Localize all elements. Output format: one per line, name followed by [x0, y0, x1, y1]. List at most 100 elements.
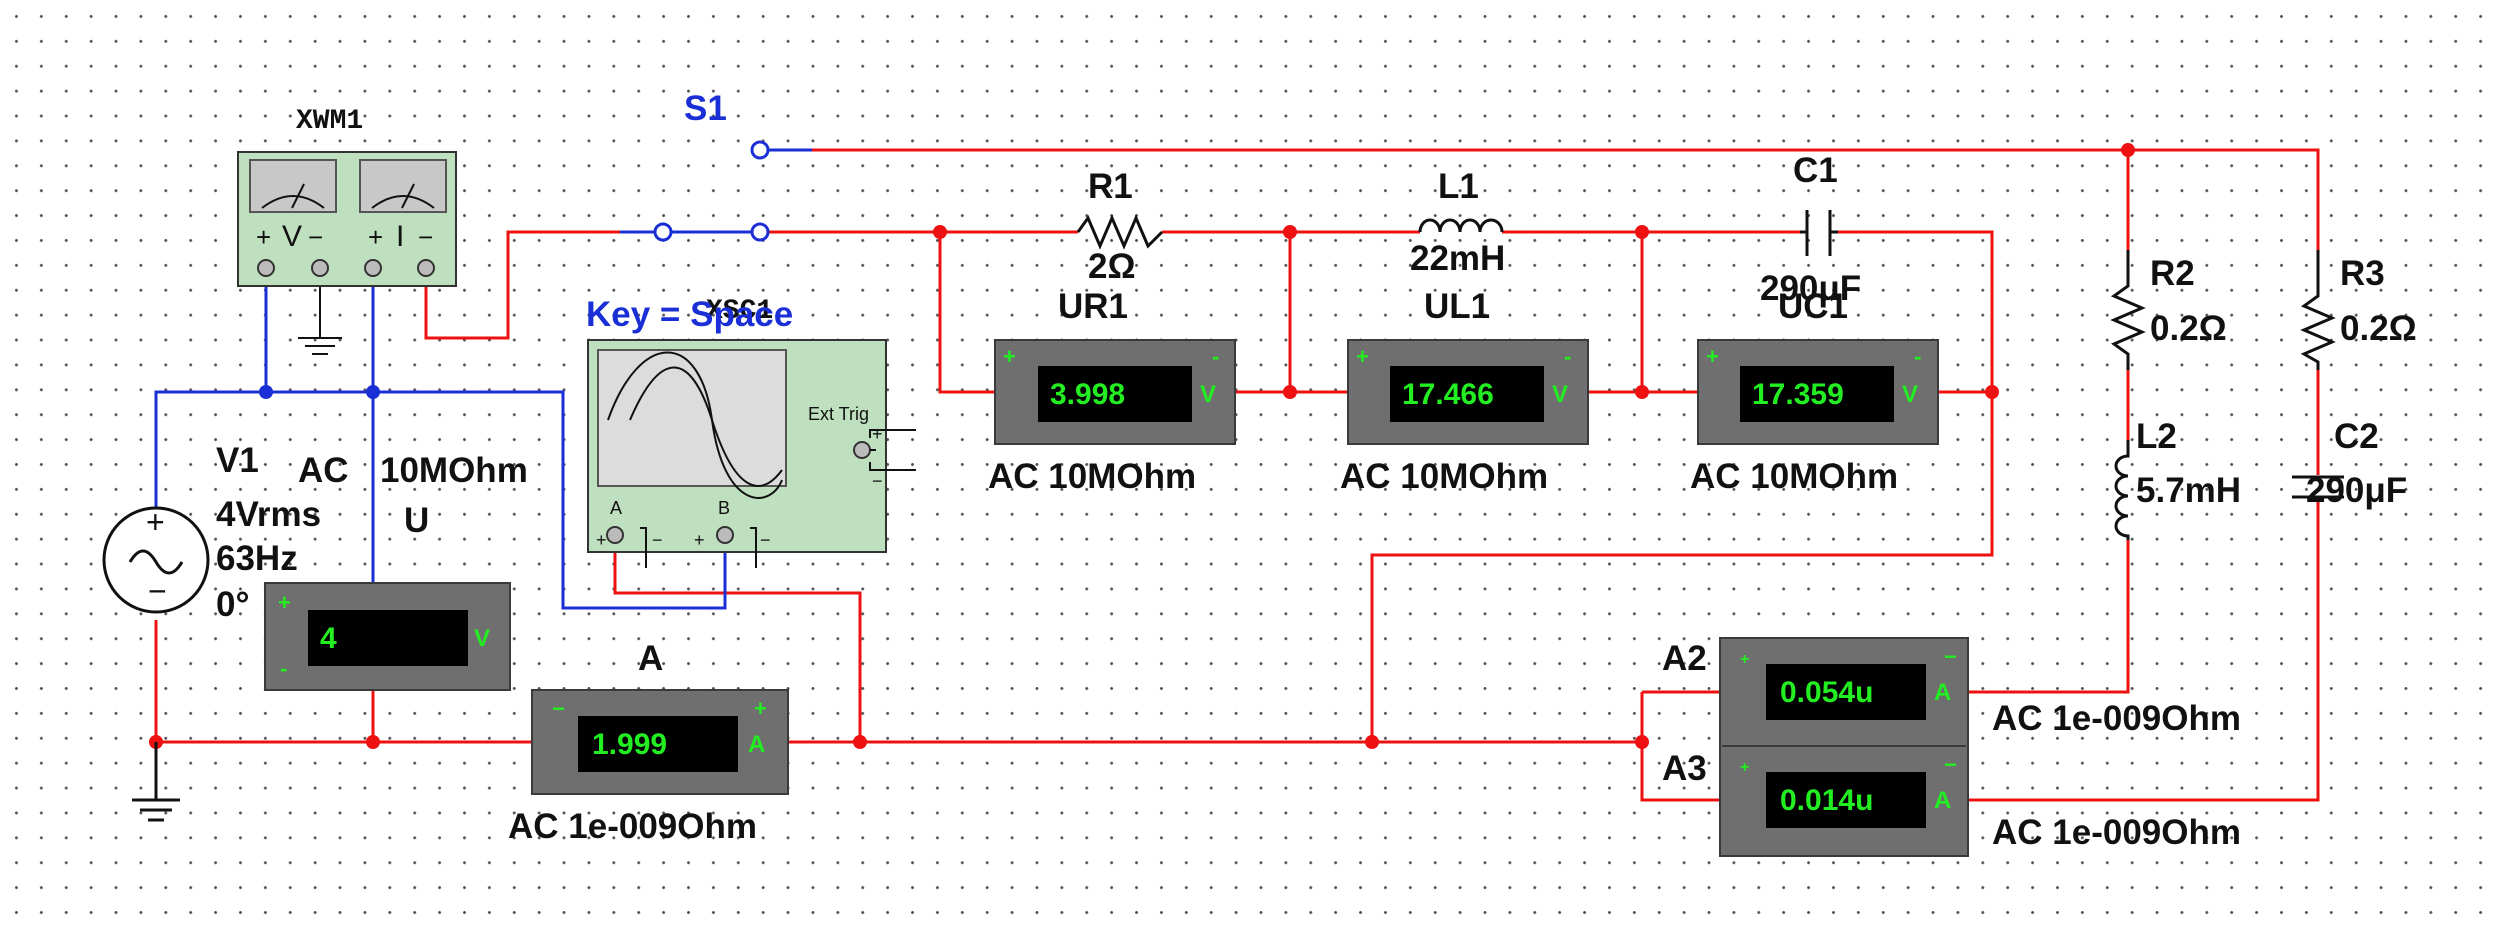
r1-label: R1 [1088, 167, 1133, 206]
r3-label: R3 [2340, 254, 2385, 293]
voltmeter-ul1[interactable]: UL1 17.466 V + - AC 10MOhm [1340, 287, 1589, 496]
svg-text:-: - [280, 656, 287, 681]
ammeter-a[interactable]: A 1.999 A − + AC 1e-009Ohm [508, 639, 789, 846]
wattmeter-xwm1[interactable]: XWM1 V I + − + − [237, 106, 457, 287]
svg-text:−: − [652, 530, 663, 550]
ground-icon [298, 270, 342, 355]
resistor-r3[interactable]: R3 0.2Ω [2300, 250, 2417, 370]
ul1-unit: V [1552, 381, 1568, 408]
switch-s1[interactable]: S1 [653, 89, 812, 242]
junctions [149, 143, 2135, 749]
svg-text:−: − [760, 530, 771, 550]
voltmeter-ur1[interactable]: UR1 3.998 V + - AC 10MOhm [988, 287, 1236, 496]
ac-source-v1[interactable]: + − V1 4Vrms 63Hz 0° [102, 441, 321, 624]
svg-text:−: − [1944, 752, 1957, 777]
v1-amplitude: 4Vrms [216, 495, 321, 534]
scope-label: XSC1 [706, 296, 773, 327]
a3-unit: A [1934, 787, 1951, 814]
v1-label: V1 [216, 441, 259, 480]
svg-text:−: − [552, 696, 565, 721]
svg-text:+: + [1706, 344, 1719, 369]
v1-phase: 0° [216, 585, 249, 624]
l1-label: L1 [1438, 167, 1479, 206]
svg-text:−: − [872, 471, 883, 491]
uc1-value: 17.359 [1752, 378, 1844, 411]
r3-value: 0.2Ω [2340, 309, 2417, 348]
svg-text:−: − [148, 573, 167, 609]
inductor-l1[interactable]: L1 22mH [1410, 167, 1505, 278]
ext-trig-label: Ext Trig [808, 404, 869, 424]
wm-v-label: V [282, 220, 302, 253]
svg-text:+: + [1356, 344, 1369, 369]
svg-text:+: + [1740, 651, 1749, 668]
ul1-name: UL1 [1424, 287, 1490, 326]
svg-text:+: + [278, 590, 291, 615]
a3-value: 0.014u [1780, 784, 1873, 817]
u-unit: V [474, 625, 490, 652]
wattmeter-label: XWM1 [296, 106, 363, 137]
svg-text:+: + [368, 222, 383, 252]
svg-text:+: + [754, 696, 767, 721]
a2-unit: A [1934, 679, 1951, 706]
c2-value: 290μF [2306, 471, 2407, 510]
key-hint: Key = Space [586, 295, 793, 334]
uc1-unit: V [1902, 381, 1918, 408]
resistor-r2[interactable]: R2 0.2Ω [2110, 250, 2227, 370]
l2-value: 5.7mH [2136, 471, 2241, 510]
ur1-mode: AC 10MOhm [988, 457, 1196, 496]
l2-label: L2 [2136, 417, 2177, 456]
r2-value: 0.2Ω [2150, 309, 2227, 348]
ul1-mode: AC 10MOhm [1340, 457, 1548, 496]
scope-a-label: A [610, 498, 622, 518]
ground-icon [132, 742, 180, 822]
r1-value: 2Ω [1088, 247, 1136, 286]
a-mode: AC 1e-009Ohm [508, 807, 757, 846]
ur1-unit: V [1200, 381, 1216, 408]
svg-text:−: − [308, 222, 323, 252]
svg-text:-: - [1564, 344, 1571, 369]
ur1-name: UR1 [1058, 287, 1128, 326]
wm-i-label: I [396, 220, 404, 253]
capacitor-c1[interactable]: C1 290μF [1760, 151, 1861, 308]
a-name: A [638, 639, 663, 678]
l1-value: 22mH [1410, 239, 1505, 278]
svg-text:+: + [146, 504, 165, 540]
resistor-r1[interactable]: R1 2Ω [1076, 167, 1164, 286]
u-value: 4 [320, 622, 337, 655]
svg-text:-: - [1914, 344, 1921, 369]
uc1-name: UC1 [1778, 287, 1848, 326]
svg-text:-: - [1212, 344, 1219, 369]
svg-text:+: + [256, 222, 271, 252]
capacitor-c2[interactable]: C2 290μF [2292, 417, 2407, 510]
u-mode-ac: AC [298, 451, 349, 490]
c2-label: C2 [2334, 417, 2379, 456]
red-wires [154, 148, 2320, 802]
a-unit: A [748, 731, 765, 758]
uc1-mode: AC 10MOhm [1690, 457, 1898, 496]
u-mode-r: 10MOhm [380, 451, 528, 490]
svg-text:+: + [596, 530, 607, 550]
svg-text:+: + [872, 424, 883, 444]
a2-name: A2 [1662, 639, 1707, 678]
scope-b-label: B [718, 498, 730, 518]
ammeter-a2-a3[interactable]: A2 0.054u A + − AC 1e-009Ohm A3 0.014u A… [1662, 637, 2241, 857]
voltmeter-uc1[interactable]: UC1 17.359 V + - AC 10MOhm [1690, 287, 1939, 496]
voltmeter-u[interactable]: AC 10MOhm U 4 V + - [264, 451, 528, 691]
svg-text:−: − [1944, 644, 1957, 669]
ur1-value: 3.998 [1050, 378, 1125, 411]
svg-text:−: − [418, 222, 433, 252]
inductor-l2[interactable]: L2 5.7mH [2114, 417, 2241, 540]
switch-label: S1 [684, 89, 727, 128]
a3-mode: AC 1e-009Ohm [1992, 813, 2241, 852]
a-value: 1.999 [592, 728, 667, 761]
c1-value: 290μF [1760, 269, 1861, 308]
r2-label: R2 [2150, 254, 2195, 293]
c1-label: C1 [1793, 151, 1838, 190]
oscilloscope-xsc1[interactable]: Ext Trig + − A B + + − − XSC1 [587, 296, 916, 568]
blue-wires [154, 230, 727, 610]
v1-frequency: 63Hz [216, 539, 298, 578]
svg-text:+: + [1740, 759, 1749, 776]
a2-mode: AC 1e-009Ohm [1992, 699, 2241, 738]
svg-text:+: + [1003, 344, 1016, 369]
u-name: U [404, 501, 429, 540]
